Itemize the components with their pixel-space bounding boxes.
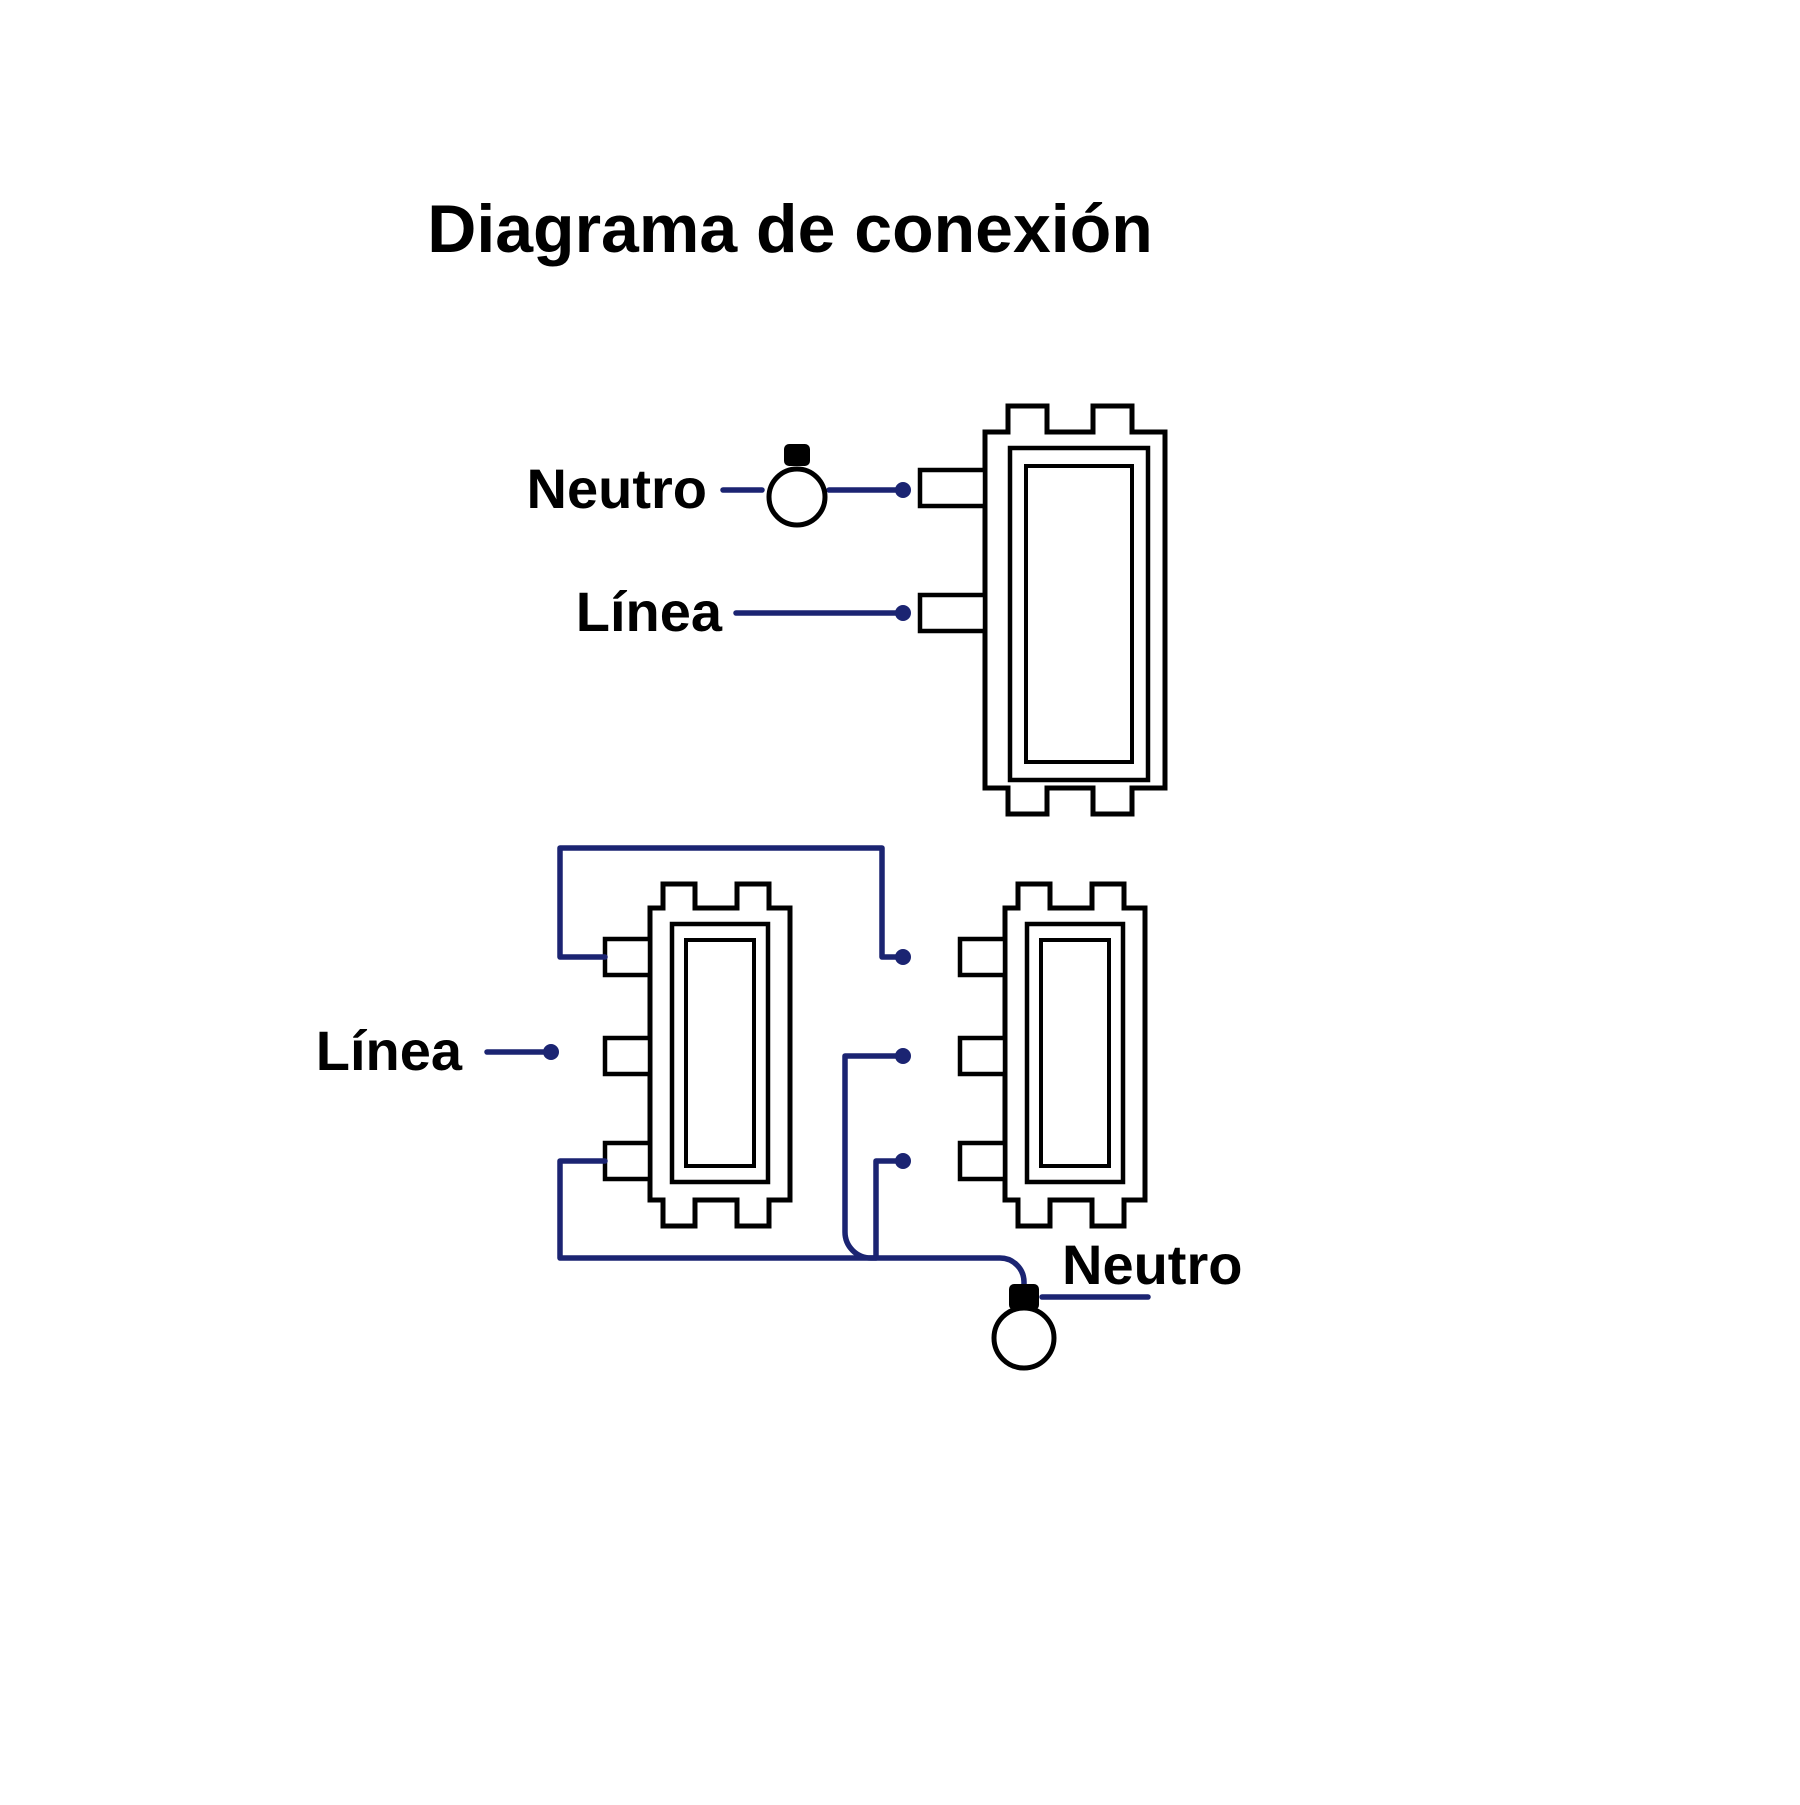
label-top-neutral: Neutro [527,457,707,520]
terminal-tab [917,592,988,634]
terminal-tab [957,936,1008,978]
lamp-bottom-icon [991,1284,1057,1371]
junction-dot [895,949,911,965]
lamp-top-icon [766,444,828,528]
junction-dot [895,482,911,498]
wire-traveler-top [557,845,899,960]
lamp-top-bulb [766,466,828,528]
switch-bottom-right [957,881,1148,1229]
terminal-tab [602,936,653,978]
terminal-tab [602,1035,653,1077]
label-bottom-neutral: Neutro [1062,1233,1242,1296]
wire-traveler-bottom [557,1158,899,1261]
diagram-title: Diagrama de conexión [427,191,1153,267]
lamp-bottom-base [1009,1284,1039,1310]
lamp-top-base [784,444,810,466]
terminal-tab [957,1035,1008,1077]
switch-bottom-left [602,881,793,1229]
junction-dot [543,1044,559,1060]
lamp-bottom-bulb [991,1305,1057,1371]
label-top-line: Línea [576,580,723,643]
label-bottom-line: Línea [316,1019,463,1082]
wires [484,487,1151,1300]
terminal-tab [917,467,988,509]
junction-dot [895,1048,911,1064]
terminal-tab [602,1140,653,1182]
junction-dot [895,605,911,621]
wire-common-to-lamp [842,1053,1027,1289]
junction-dot [895,1153,911,1169]
switch-top-rocker-inner [1024,464,1134,764]
switch-bottom-left-rocker-inner [684,938,756,1168]
terminal-tab [957,1140,1008,1182]
switch-top [917,403,1168,817]
switch-bottom-right-rocker-inner [1039,938,1111,1168]
junction-dots [543,482,911,1169]
